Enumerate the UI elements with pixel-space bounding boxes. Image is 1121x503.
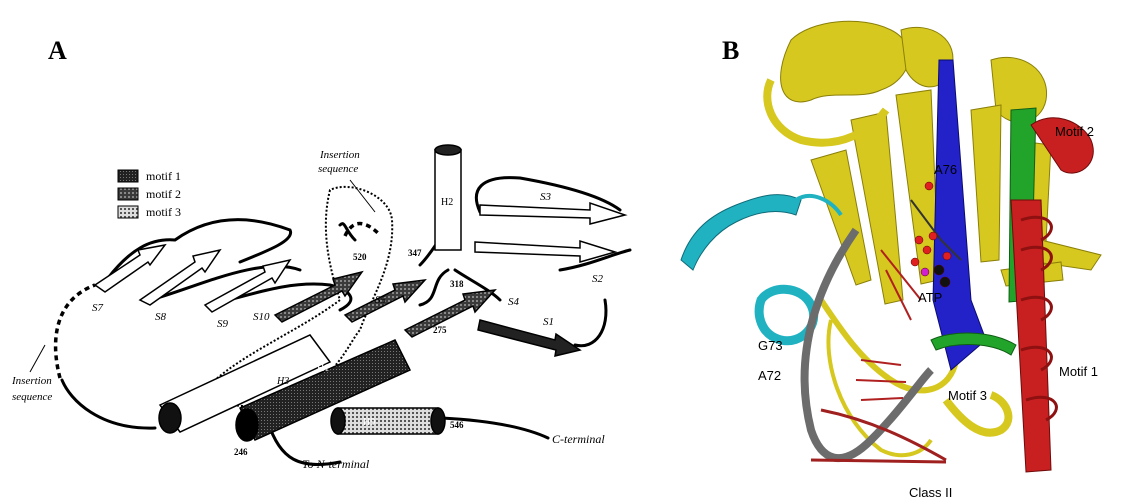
label-h3: H3 (276, 376, 289, 387)
label-546: 546 (450, 420, 464, 430)
legend-swatch-motif3 (118, 206, 138, 218)
label-c-terminal: C-terminal (552, 432, 605, 446)
strand-s3 (480, 203, 625, 224)
panel-a-labels: Insertion sequence Insertion sequence S7… (11, 149, 605, 471)
legend-motif2: motif 2 (146, 187, 181, 201)
legend-swatch-motif2 (118, 188, 138, 200)
strands (95, 203, 625, 356)
insertion-left-line1: Insertion (11, 375, 52, 387)
label-s8: S8 (155, 311, 167, 323)
helix-h9 (331, 408, 445, 434)
label-s4: S4 (508, 296, 520, 308)
label-motif2: Motif 2 (1055, 124, 1094, 139)
label-318: 318 (450, 279, 464, 289)
label-h1: H1 (317, 363, 329, 374)
label-n-terminal: To N-terminal (302, 457, 370, 471)
label-347: 347 (408, 248, 422, 258)
strand-s9 (205, 260, 290, 312)
insertion-top-line2: sequence (318, 163, 358, 175)
label-g73: G73 (758, 338, 783, 353)
label-s3: S3 (540, 191, 552, 203)
label-class-ii: Class II (909, 485, 952, 500)
insertion-top-arrow (350, 180, 375, 212)
label-a72: A72 (758, 368, 781, 383)
legend: motif 1 motif 2 motif 3 (118, 169, 181, 219)
label-s1: S1 (543, 316, 554, 328)
label-s5: S5 (375, 294, 387, 306)
label-a76: A76 (934, 162, 957, 177)
label-275: 275 (433, 325, 447, 335)
insertion-left-line2: sequence (12, 391, 52, 403)
label-h9: H9 (363, 417, 375, 428)
panel-b-structure: Motif 2 Motif 1 Motif 3 A76 ATP G73 A72 … (671, 0, 1121, 503)
helices (159, 145, 461, 441)
insertion-left-arrow (30, 345, 45, 372)
strand-s2 (475, 241, 615, 262)
label-s7: S7 (92, 302, 104, 314)
label-motif3: Motif 3 (948, 388, 987, 403)
legend-swatch-motif1 (118, 170, 138, 182)
insertion-top-line1: Insertion (319, 149, 360, 161)
panel-a-diagram: motif 1 motif 2 motif 3 (0, 0, 660, 503)
label-246: 246 (234, 447, 248, 457)
label-520: 520 (353, 252, 367, 262)
label-s10: S10 (253, 311, 270, 323)
legend-motif1: motif 1 (146, 169, 181, 183)
strand-s7 (95, 245, 165, 292)
label-h2: H2 (441, 197, 453, 208)
label-s9: S9 (217, 318, 229, 330)
label-s2: S2 (592, 273, 604, 285)
legend-motif3: motif 3 (146, 205, 181, 219)
strand-s1 (478, 320, 580, 356)
label-motif1: Motif 1 (1059, 364, 1098, 379)
label-atp: ATP (918, 290, 942, 305)
